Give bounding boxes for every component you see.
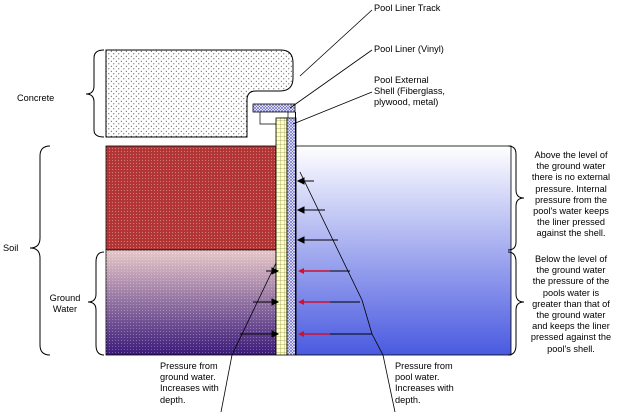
- pressure-ground-water-label: Pressure from ground water. Increases wi…: [160, 361, 219, 405]
- soil-brace: [29, 145, 51, 356]
- leader-lines: [220, 9, 396, 413]
- concrete-coping: [105, 49, 294, 138]
- pressure-pool-water-label: Pressure from pool water. Increases with…: [395, 361, 454, 405]
- above-ground-water-note: Above the level of the ground water ther…: [531, 150, 611, 239]
- ground-water-label: Ground Water: [49, 293, 81, 315]
- concrete-label: Concrete: [17, 93, 55, 103]
- liner-track: [252, 103, 296, 113]
- pool-external-shell-label: Pool External Shell (Fiberglass, plywood…: [374, 75, 445, 108]
- liner-track-wall: [275, 117, 288, 356]
- soil-label: Soil: [3, 243, 19, 253]
- soil-region: [105, 145, 277, 251]
- ground-water-brace: [87, 251, 105, 356]
- above-water-brace: [507, 145, 525, 251]
- pool-pressure-diagonal-low: [361, 299, 373, 335]
- pool-pressure-arrows-black: [296, 177, 338, 244]
- pool-pressure-diagonal-tail: [371, 333, 384, 356]
- below-water-brace: [507, 251, 525, 356]
- pool-pressure-arrows-red: [298, 268, 372, 337]
- pool-pressure-diagonal: [299, 171, 363, 301]
- pool-liner-track-label: Pool Liner Track: [374, 3, 441, 13]
- concrete-brace: [85, 49, 105, 138]
- pool-water-region: [295, 145, 512, 356]
- ground-water-texture: [106, 250, 276, 355]
- ground-pressure-arrows: [240, 267, 280, 338]
- pool-external-shell: [286, 117, 297, 356]
- ground-pressure-diagonal: [231, 262, 277, 356]
- braces: [29, 49, 525, 356]
- below-ground-water-note: Below the level of the ground water the …: [530, 254, 612, 354]
- pool-liner-vinyl-label: Pool Liner (Vinyl): [374, 44, 444, 54]
